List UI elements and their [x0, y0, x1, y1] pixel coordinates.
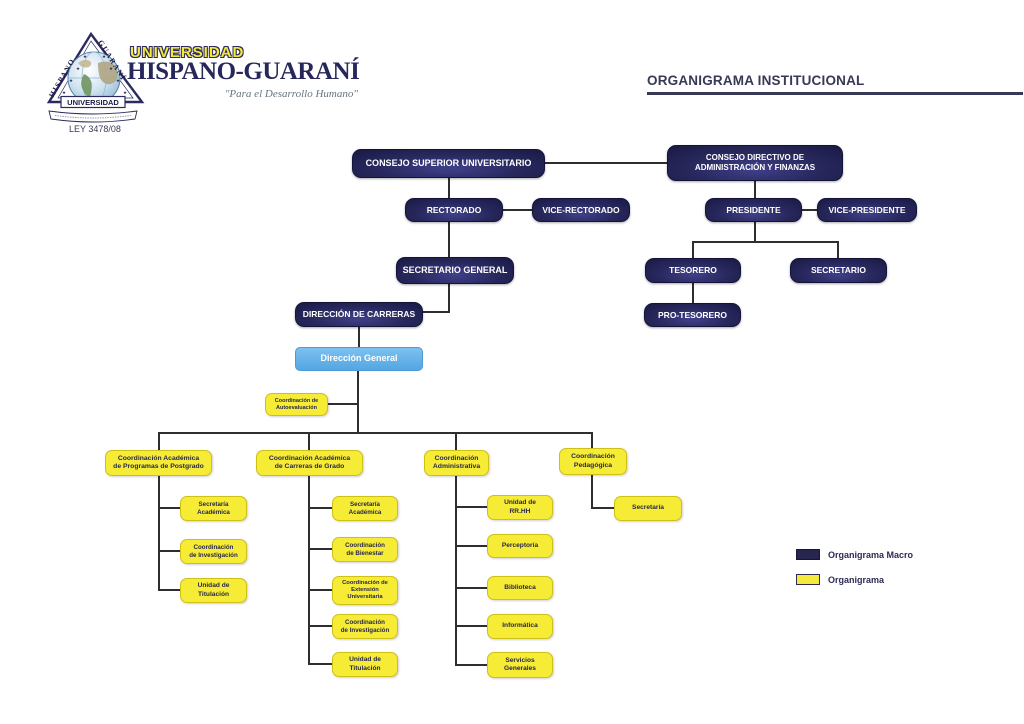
connector-line [308, 625, 332, 627]
node-c1-unidad-titulacion: Unidad de Titulación [180, 578, 247, 603]
connector-line [448, 284, 450, 313]
connector-line [754, 181, 756, 198]
node-vice-presidente: VICE-PRESIDENTE [817, 198, 917, 222]
node-c3-servicios-generales: Servicios Generales [487, 652, 553, 678]
legend-organigrama-label: Organigrama [828, 574, 885, 585]
node-pro-tesorero: PRO-TESORERO [644, 303, 741, 327]
connector-line [158, 476, 160, 591]
connector-line [158, 434, 160, 451]
connector-line [308, 507, 332, 509]
svg-text:★: ★ [83, 54, 88, 59]
connector-line [308, 663, 332, 665]
connector-line [308, 589, 332, 591]
connector-line [455, 545, 487, 547]
seal-stars-icon: ★ ★ ★ ★ ★ ★ ★ ★ [62, 54, 128, 95]
node-coordinacion-administrativa: Coordinación Administrativa [424, 450, 489, 476]
node-coordinacion-pedagogica: Coordinación Pedagógica [559, 448, 627, 475]
node-c2-coordinacion-extension: Coordinación de Extensión Universitaria [332, 576, 398, 605]
node-vice-rectorado: VICE-RECTORADO [532, 198, 630, 222]
connector-line [158, 432, 593, 434]
svg-text:★: ★ [123, 90, 128, 95]
connector-line [158, 507, 180, 509]
node-c4-secretaria: Secretaría [614, 496, 682, 521]
connector-line [503, 209, 532, 211]
connector-line [455, 506, 487, 508]
connector-line [358, 327, 360, 347]
university-seal-logo: HISPANO GUARANÍ ★★★★ ★★★★ UNIVERSIDAD [46, 31, 145, 123]
connector-line [357, 371, 359, 434]
legend-item-macro: Organigrama Macro [796, 549, 913, 560]
tagline: "Para el Desarrollo Humano" [224, 88, 358, 100]
svg-text:★: ★ [76, 66, 81, 71]
connector-line [591, 475, 593, 509]
svg-text:★: ★ [109, 66, 114, 71]
title-underline [647, 92, 1023, 95]
connector-line [158, 589, 180, 591]
connector-line [455, 625, 487, 627]
connector-line [802, 209, 817, 211]
node-c1-secretaria-academica: Secretaría Académica [180, 496, 247, 521]
seal-banner-text: UNIVERSIDAD [67, 98, 119, 107]
connector-line [308, 476, 310, 665]
legend-yellow-swatch [796, 574, 820, 585]
page-title: ORGANIGRAMA INSTITUCIONAL [647, 73, 865, 88]
node-consejo-directivo: CONSEJO DIRECTIVO DE ADMINISTRACIÓN Y FI… [667, 145, 843, 181]
connector-line [837, 243, 839, 258]
law-number: LEY 3478/08 [69, 124, 121, 134]
connector-line [158, 550, 180, 552]
node-c2-coordinacion-investigacion: Coordinación de Investigación [332, 614, 398, 639]
connector-line [423, 311, 450, 313]
node-c3-informatica: Informática [487, 614, 553, 639]
seal-banner [60, 95, 126, 109]
node-tesorero: TESORERO [645, 258, 741, 283]
node-coordinacion-grado: Coordinación Académica de Carreras de Gr… [256, 450, 363, 476]
connector-line [754, 222, 756, 243]
node-direccion-general: Dirección General [295, 347, 423, 371]
node-coordinacion-autoevaluacion: Coordinación de Autoevaluación [265, 393, 328, 416]
connector-line [455, 434, 457, 451]
svg-text:★: ★ [102, 54, 107, 59]
legend-navy-swatch [796, 549, 820, 560]
connector-line [455, 476, 457, 666]
legend-macro-label: Organigrama Macro [828, 549, 914, 560]
wordmark-hispano-guarani: HISPANO-GUARANÍ [127, 58, 360, 85]
svg-text:★: ★ [116, 78, 121, 83]
node-c3-biblioteca: Biblioteca [487, 576, 553, 600]
node-secretario-general: SECRETARIO GENERAL [396, 257, 514, 284]
connector-line [545, 162, 667, 164]
connector-line [692, 243, 694, 258]
node-direccion-carreras: DIRECCIÓN DE CARRERAS [295, 302, 423, 327]
seal-ribbon [48, 110, 138, 123]
node-c2-secretaria-academica: Secretaría Académica [332, 496, 398, 521]
node-rectorado: RECTORADO [405, 198, 503, 222]
node-c3-unidad-rrhh: Unidad de RR.HH [487, 495, 553, 520]
connector-line [455, 664, 487, 666]
node-secretario: SECRETARIO [790, 258, 887, 283]
legend-item-organigrama: Organigrama [796, 574, 884, 585]
connector-line [692, 241, 839, 243]
connector-line [455, 587, 487, 589]
node-consejo-superior: CONSEJO SUPERIOR UNIVERSITARIO [352, 149, 545, 178]
node-coordinacion-postgrado: Coordinación Académica de Programas de P… [105, 450, 212, 476]
connector-line [692, 283, 694, 303]
connector-line [308, 434, 310, 451]
svg-text:★: ★ [69, 78, 74, 83]
wordmark-universidad: UNIVERSIDAD [130, 44, 245, 61]
connector-line [327, 403, 357, 405]
node-c3-perceptoria: Perceptoría [487, 534, 553, 558]
connector-line [591, 507, 614, 509]
node-c1-coordinacion-investigacion: Coordinación de Investigación [180, 539, 247, 564]
connector-line [448, 178, 450, 198]
connector-line [308, 548, 332, 550]
node-presidente: PRESIDENTE [705, 198, 802, 222]
node-c2-unidad-titulacion: Unidad de Titulación [332, 652, 398, 677]
connector-line [448, 222, 450, 257]
svg-text:★: ★ [62, 90, 67, 95]
connector-line [591, 434, 593, 449]
node-c2-coordinacion-bienestar: Coordinación de Bienestar [332, 537, 398, 562]
